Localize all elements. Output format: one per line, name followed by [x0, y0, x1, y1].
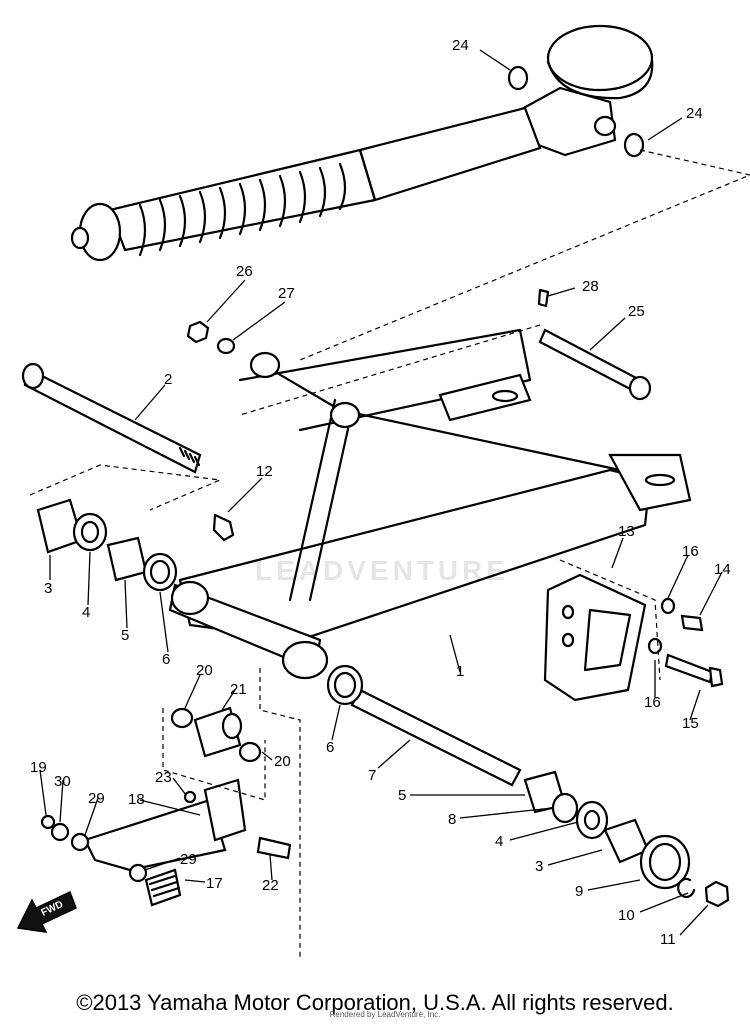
label-8: 8 — [448, 811, 456, 828]
label-11: 11 — [660, 931, 676, 948]
label-10: 10 — [618, 907, 635, 924]
bushing-24-upper — [507, 65, 529, 91]
label-4-left: 4 — [82, 604, 90, 621]
right-bearing-set — [523, 770, 730, 908]
label-9: 9 — [575, 883, 583, 900]
pivot-shaft-2 — [21, 362, 202, 474]
label-2: 2 — [164, 371, 172, 388]
watermark: LEADVENTURE — [255, 555, 510, 586]
label-4-right: 4 — [495, 833, 503, 850]
label-20-top: 20 — [196, 662, 213, 679]
label-16-top: 16 — [682, 543, 699, 560]
rear-shock-absorber — [70, 24, 654, 262]
label-1: 1 — [456, 663, 464, 680]
label-23: 23 — [155, 769, 172, 786]
label-12: 12 — [256, 463, 273, 480]
swingarm-frame — [168, 328, 692, 680]
label-5-right: 5 — [398, 787, 406, 804]
label-29-top: 29 — [88, 790, 105, 807]
bolt-25 — [537, 288, 652, 401]
label-17: 17 — [206, 875, 223, 892]
label-15: 15 — [682, 715, 699, 732]
brake-arm-assembly — [40, 706, 292, 907]
label-19: 19 — [30, 759, 47, 776]
label-30: 30 — [54, 773, 71, 790]
label-21: 21 — [230, 681, 247, 698]
label-27: 27 — [278, 285, 295, 302]
grease-nipple-12 — [212, 513, 235, 542]
part-number-labels: 24 24 26 27 28 25 2 12 1 3 4 5 6 6 7 5 8… — [30, 37, 731, 948]
bushing-24-lower — [623, 132, 645, 158]
label-29-bottom: 29 — [180, 851, 197, 868]
cotter-pin-28 — [537, 288, 550, 308]
rendered-by-note: Rendered by LeadVenture, Inc. — [329, 1010, 441, 1019]
label-24-right: 24 — [686, 105, 703, 122]
label-3-left: 3 — [44, 580, 52, 597]
label-6-left: 6 — [162, 651, 170, 668]
label-13: 13 — [618, 523, 635, 540]
label-18: 18 — [128, 791, 145, 808]
label-3-right: 3 — [535, 858, 543, 875]
pivot-shaft-7 — [326, 664, 522, 787]
chain-guard-13 — [543, 573, 724, 702]
nut-26-washer-27 — [186, 320, 236, 355]
shock-spring — [138, 162, 347, 257]
label-5-left: 5 — [121, 627, 129, 644]
fwd-arrow-icon: FWD — [16, 890, 77, 933]
copyright-notice: ©2013 Yamaha Motor Corporation, U.S.A. A… — [76, 990, 674, 1015]
label-24-top: 24 — [452, 37, 469, 54]
label-20-right: 20 — [274, 753, 291, 770]
label-26: 26 — [236, 263, 253, 280]
leader-lines — [39, 49, 723, 936]
label-22: 22 — [262, 877, 279, 894]
left-bearing-set — [36, 498, 178, 592]
assembly-lines — [29, 149, 750, 960]
label-6-right: 6 — [326, 739, 334, 756]
label-14: 14 — [714, 561, 731, 578]
label-28: 28 — [582, 278, 599, 295]
label-7: 7 — [368, 767, 376, 784]
label-25: 25 — [628, 303, 645, 320]
label-16-bottom: 16 — [644, 694, 661, 711]
